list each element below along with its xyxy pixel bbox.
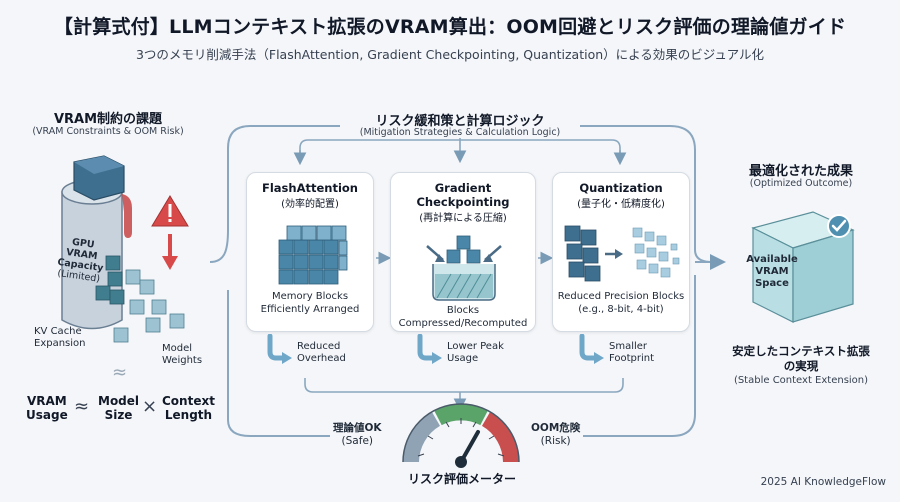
card-flashattention-title: FlashAttention	[262, 181, 358, 195]
kv-cache-line1: KV Cache	[34, 326, 82, 337]
model-weights-line2: Weights	[162, 355, 203, 366]
card-gradient-desc-line2: Compressed/Recomputed	[398, 318, 528, 329]
card-gradient-subtitle: (再計算による圧縮)	[419, 213, 507, 224]
formula-vram-usage: VRAM Usage	[26, 394, 68, 422]
meter-title: リスク評価メーター	[407, 472, 516, 486]
constraints-title: VRAM制約の課題	[53, 112, 163, 127]
meter-safe-label: 理論値OK (Safe)	[330, 422, 385, 448]
formula-usage-line2: Usage	[26, 408, 68, 422]
card-quantization-title: Quantization	[579, 181, 663, 195]
warning-triangle-icon	[151, 195, 189, 227]
formula-context-line1: Context	[162, 394, 215, 408]
mitigation-subtitle: (Mitigation Strategies & Calculation Log…	[320, 127, 600, 138]
gpu-vram-illustration	[61, 155, 189, 343]
card-gradient-checkpointing: Gradient Checkpointing (再計算による圧縮) Blocks…	[390, 172, 536, 332]
kv-cache-label: KV Cache Expansion	[34, 326, 86, 350]
meter-risk-label: OOM危険 (Risk)	[528, 422, 584, 448]
effect-gradient-line2: Usage	[447, 353, 479, 364]
formula-model-line1: Model	[98, 394, 140, 408]
available-vram-cube	[751, 211, 855, 323]
approx-symbol: ≈	[112, 362, 128, 383]
formula-context-length: Context Length	[162, 394, 215, 422]
result-subtitle: (Stable Context Extension)	[733, 375, 869, 386]
card-flashattention: FlashAttention (効率的配置) Memory Blocks Eff…	[246, 172, 374, 332]
outcome-title: 最適化された成果	[748, 164, 853, 179]
checkmark-badge-icon	[827, 214, 851, 238]
constraints-subtitle: (VRAM Constraints & OOM Risk)	[32, 126, 184, 137]
cube-label: Available VRAM Space	[744, 254, 800, 290]
outcome-subtitle: (Optimized Outcome)	[749, 178, 853, 189]
effect-flashattention-line2: Overhead	[297, 353, 346, 364]
formula-times: ×	[142, 396, 158, 417]
effect-quantization-line2: Footprint	[609, 353, 655, 364]
page-subtitle: 3つのメモリ削減手法（FlashAttention, Gradient Chec…	[135, 47, 765, 62]
card-quantization: Quantization (量子化・低精度化) Reduced Precisio…	[552, 172, 690, 332]
card-gradient-desc: Blocks Compressed/Recomputed	[391, 304, 535, 330]
formula-model-line2: Size	[104, 408, 133, 422]
effect-arrows	[267, 334, 604, 364]
formula-usage-line1: VRAM	[26, 394, 67, 408]
effect-gradient: Lower Peak Usage	[447, 341, 504, 365]
result-title-line2: の実現	[783, 359, 819, 373]
meter-risk-sub: (Risk)	[540, 435, 571, 447]
effect-flashattention-line1: Reduced	[297, 341, 341, 352]
result-title: 安定したコンテキスト拡張 の実現	[716, 344, 886, 374]
card-quantization-desc-line1: Reduced Precision Blocks	[557, 291, 685, 302]
card-gradient-desc-line1: Blocks	[446, 305, 480, 316]
effect-quantization: Smaller Footprint	[609, 341, 654, 365]
compression-container-icon	[426, 235, 502, 301]
kv-cache-line2: Expansion	[34, 338, 86, 349]
card-gradient-title: Gradient Checkpointing	[416, 181, 510, 209]
effect-flashattention: Reduced Overhead	[297, 341, 346, 365]
card-quantization-subtitle: (量子化・低精度化)	[577, 199, 665, 210]
result-title-line1: 安定したコンテキスト拡張	[732, 344, 870, 358]
page-title: 【計算式付】LLMコンテキスト拡張のVRAM算出：OOM回避とリスク評価の理論値…	[53, 16, 847, 38]
effect-quantization-line1: Smaller	[609, 341, 648, 352]
gauge-icon	[402, 403, 520, 468]
card-flashattention-desc-line2: Efficiently Arranged	[260, 304, 360, 315]
gpu-label: GPU VRAM Capacity (Limited)	[55, 235, 107, 285]
mitigation-title: リスク緩和策と計算ロジック	[340, 110, 580, 129]
cube-label-line1: Available	[746, 254, 798, 265]
card-flashattention-subtitle: (効率的配置)	[281, 199, 339, 210]
formula-context-line2: Length	[164, 408, 213, 422]
card-quantization-desc: Reduced Precision Blocks (e.g., 8-bit, 4…	[553, 290, 689, 316]
meter-safe-title: 理論値OK	[333, 422, 382, 434]
effect-gradient-line1: Lower Peak	[447, 341, 504, 352]
meter-safe-sub: (Safe)	[341, 435, 373, 447]
formula-approx: ≈	[74, 396, 90, 417]
cube-label-line2: VRAM	[755, 266, 789, 277]
memory-blocks-icon	[278, 225, 348, 285]
cube-label-line3: Space	[755, 278, 789, 289]
card-flashattention-desc: Memory Blocks Efficiently Arranged	[247, 290, 373, 316]
card-flashattention-desc-line1: Memory Blocks	[271, 291, 349, 302]
model-weights-line1: Model	[162, 343, 193, 354]
meter-risk-title: OOM危険	[531, 422, 581, 434]
card-quantization-desc-line2: (e.g., 8-bit, 4-bit)	[578, 304, 664, 315]
precision-blocks-icon	[564, 225, 680, 282]
footer-credit: 2025 AI KnowledgeFlow	[760, 476, 886, 488]
model-weights-label: Model Weights	[162, 343, 202, 367]
formula-model-size: Model Size	[98, 394, 139, 422]
